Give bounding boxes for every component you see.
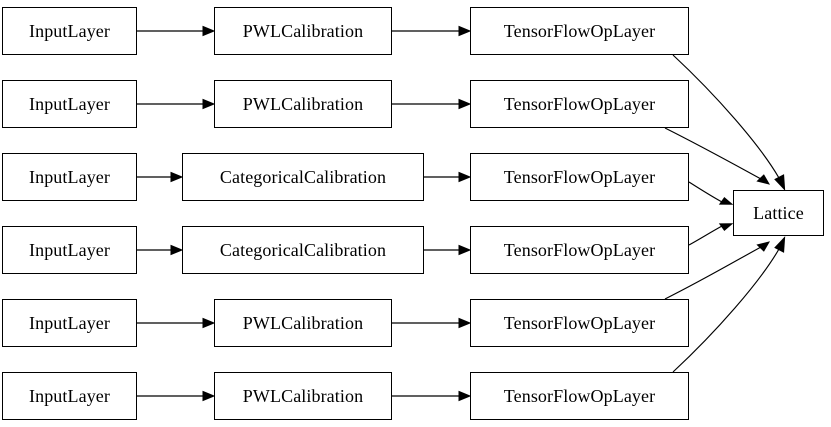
node-label: TensorFlowOpLayer <box>503 21 656 41</box>
edge-input-to-calibration-row4 <box>137 317 216 329</box>
node-lattice[interactable]: Lattice <box>733 190 824 236</box>
node-label: CategoricalCalibration <box>219 240 387 260</box>
node-op-1[interactable]: TensorFlowOpLayer <box>470 80 689 128</box>
node-input-layer-3[interactable]: InputLayer <box>2 226 137 274</box>
node-label: InputLayer <box>29 94 110 114</box>
node-label: PWLCalibration <box>242 313 364 333</box>
node-label: InputLayer <box>29 21 110 41</box>
edge-op-to-lattice-row3 <box>688 223 734 246</box>
node-label: CategoricalCalibration <box>219 167 387 187</box>
edge-op-to-lattice-row2 <box>688 181 734 205</box>
node-op-2[interactable]: TensorFlowOpLayer <box>470 153 689 201</box>
edge-calibration-to-op-row3 <box>424 244 472 256</box>
edge-input-to-calibration-row5 <box>137 390 216 402</box>
node-calibration-1[interactable]: PWLCalibration <box>214 80 392 128</box>
edge-input-to-calibration-row0 <box>137 25 216 37</box>
node-calibration-0[interactable]: PWLCalibration <box>214 7 392 55</box>
node-calibration-3[interactable]: CategoricalCalibration <box>182 226 424 274</box>
node-op-0[interactable]: TensorFlowOpLayer <box>470 7 689 55</box>
node-label: InputLayer <box>29 386 110 406</box>
node-op-4[interactable]: TensorFlowOpLayer <box>470 299 689 347</box>
node-label: InputLayer <box>29 240 110 260</box>
node-label: TensorFlowOpLayer <box>503 167 656 187</box>
edge-calibration-to-op-row1 <box>392 98 472 110</box>
node-label: TensorFlowOpLayer <box>503 313 656 333</box>
edge-input-to-calibration-row3 <box>137 244 184 256</box>
node-label: TensorFlowOpLayer <box>503 386 656 406</box>
node-label: PWLCalibration <box>242 386 364 406</box>
edge-input-to-calibration-row2 <box>137 171 184 183</box>
node-label: InputLayer <box>29 167 110 187</box>
node-label: PWLCalibration <box>242 21 364 41</box>
node-op-3[interactable]: TensorFlowOpLayer <box>470 226 689 274</box>
edge-calibration-to-op-row2 <box>424 171 472 183</box>
node-input-layer-5[interactable]: InputLayer <box>2 372 137 420</box>
node-input-layer-1[interactable]: InputLayer <box>2 80 137 128</box>
node-label: InputLayer <box>29 313 110 333</box>
edge-op-to-lattice-row5 <box>672 236 786 373</box>
node-calibration-2[interactable]: CategoricalCalibration <box>182 153 424 201</box>
edge-input-to-calibration-row1 <box>137 98 216 110</box>
edge-calibration-to-op-row4 <box>392 317 472 329</box>
edge-calibration-to-op-row0 <box>392 25 472 37</box>
node-op-5[interactable]: TensorFlowOpLayer <box>470 372 689 420</box>
node-calibration-5[interactable]: PWLCalibration <box>214 372 392 420</box>
node-calibration-4[interactable]: PWLCalibration <box>214 299 392 347</box>
node-label: PWLCalibration <box>242 94 364 114</box>
edge-calibration-to-op-row5 <box>392 390 472 402</box>
edge-op-to-lattice-row0 <box>672 54 786 191</box>
node-label: Lattice <box>753 203 804 223</box>
node-label: TensorFlowOpLayer <box>503 94 656 114</box>
node-input-layer-0[interactable]: InputLayer <box>2 7 137 55</box>
node-input-layer-4[interactable]: InputLayer <box>2 299 137 347</box>
node-label: TensorFlowOpLayer <box>503 240 656 260</box>
node-input-layer-2[interactable]: InputLayer <box>2 153 137 201</box>
